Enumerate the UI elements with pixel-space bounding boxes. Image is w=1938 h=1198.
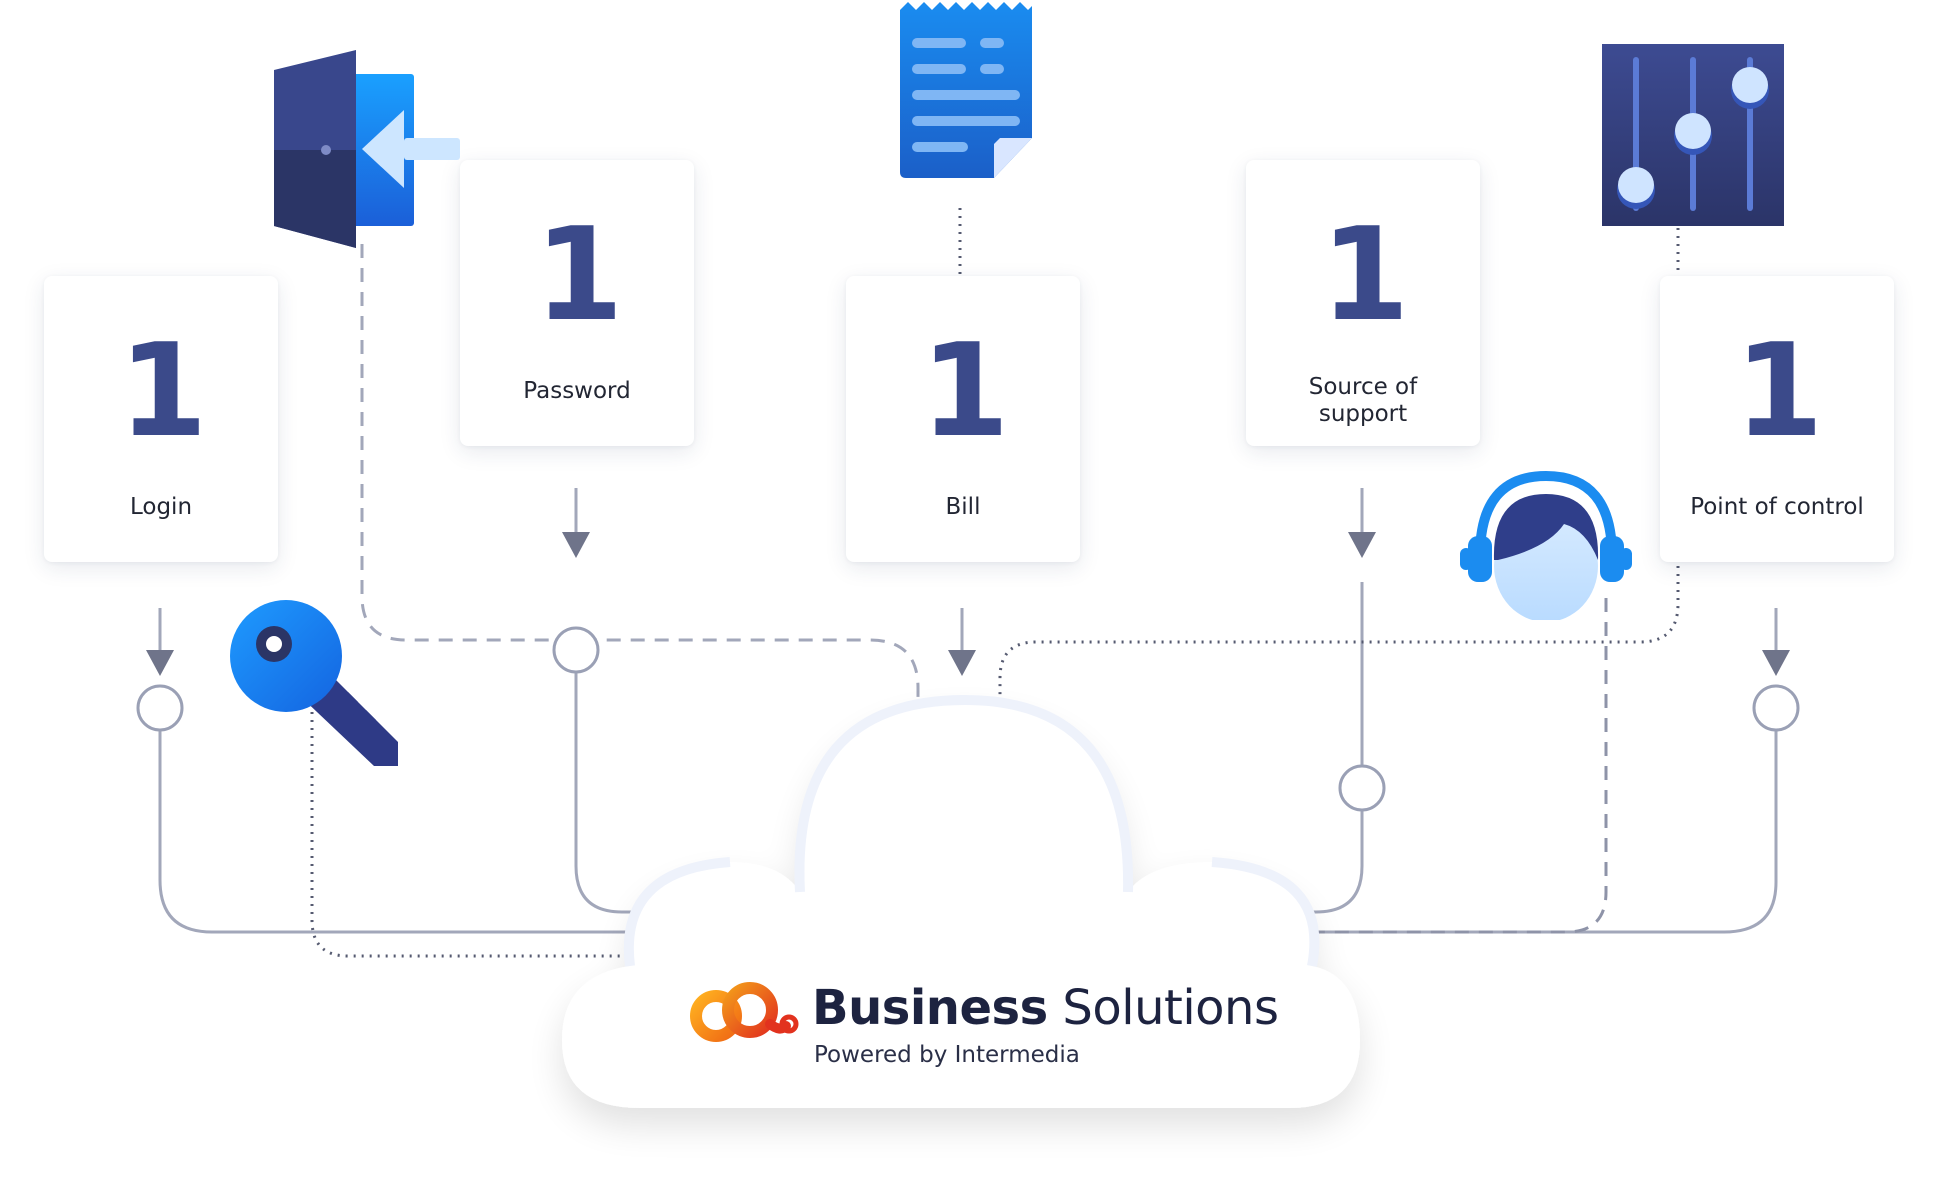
brand-name: Business Solutions (812, 980, 1279, 1036)
card-bill-number: 1 (920, 317, 1009, 466)
password-node (552, 626, 600, 674)
key-dotted-connector (310, 712, 630, 958)
sliders-icon (1602, 44, 1784, 226)
card-control: 1 Point of control (1660, 276, 1894, 562)
control-connector (1268, 608, 1778, 934)
control-dotted-connector (998, 566, 1680, 704)
card-password-label: Password (523, 378, 631, 404)
intermedia-logo-icon (690, 982, 799, 1042)
card-login: 1 Login (44, 276, 278, 562)
card-password-number: 1 (534, 201, 623, 350)
support-arrowhead (1348, 532, 1376, 558)
card-login-number: 1 (118, 317, 207, 466)
login-arrowhead (146, 650, 174, 676)
support-connector (1262, 488, 1364, 914)
card-support-number: 1 (1320, 201, 1409, 350)
brand-name-bold: Business (812, 980, 1048, 1036)
key-icon (230, 600, 398, 766)
password-arrowhead (562, 532, 590, 558)
login-connector (158, 608, 660, 934)
control-node (1752, 684, 1800, 732)
headset-dashed-connector (1262, 598, 1608, 934)
card-bill: 1 Bill (846, 276, 1080, 562)
support-node (1338, 764, 1386, 812)
card-support-label: Source of support (1308, 374, 1418, 427)
login-node (136, 684, 184, 732)
card-password: 1 Password (460, 160, 694, 446)
control-arrowhead (1762, 650, 1790, 676)
card-control-number: 1 (1734, 317, 1823, 466)
headset-icon (1460, 470, 1632, 620)
brand-name-light: Solutions (1062, 980, 1279, 1036)
card-control-label: Point of control (1690, 494, 1864, 520)
brand-tagline: Powered by Intermedia (814, 1042, 1080, 1068)
password-connector (574, 488, 650, 914)
door-dashed-connector (360, 244, 920, 704)
card-support: 1 Source of support (1246, 160, 1480, 446)
door-login-icon (274, 50, 460, 248)
bill-arrowhead (948, 650, 976, 676)
card-bill-label: Bill (945, 494, 981, 520)
card-login-label: Login (129, 494, 193, 520)
receipt-icon (900, 2, 1032, 178)
